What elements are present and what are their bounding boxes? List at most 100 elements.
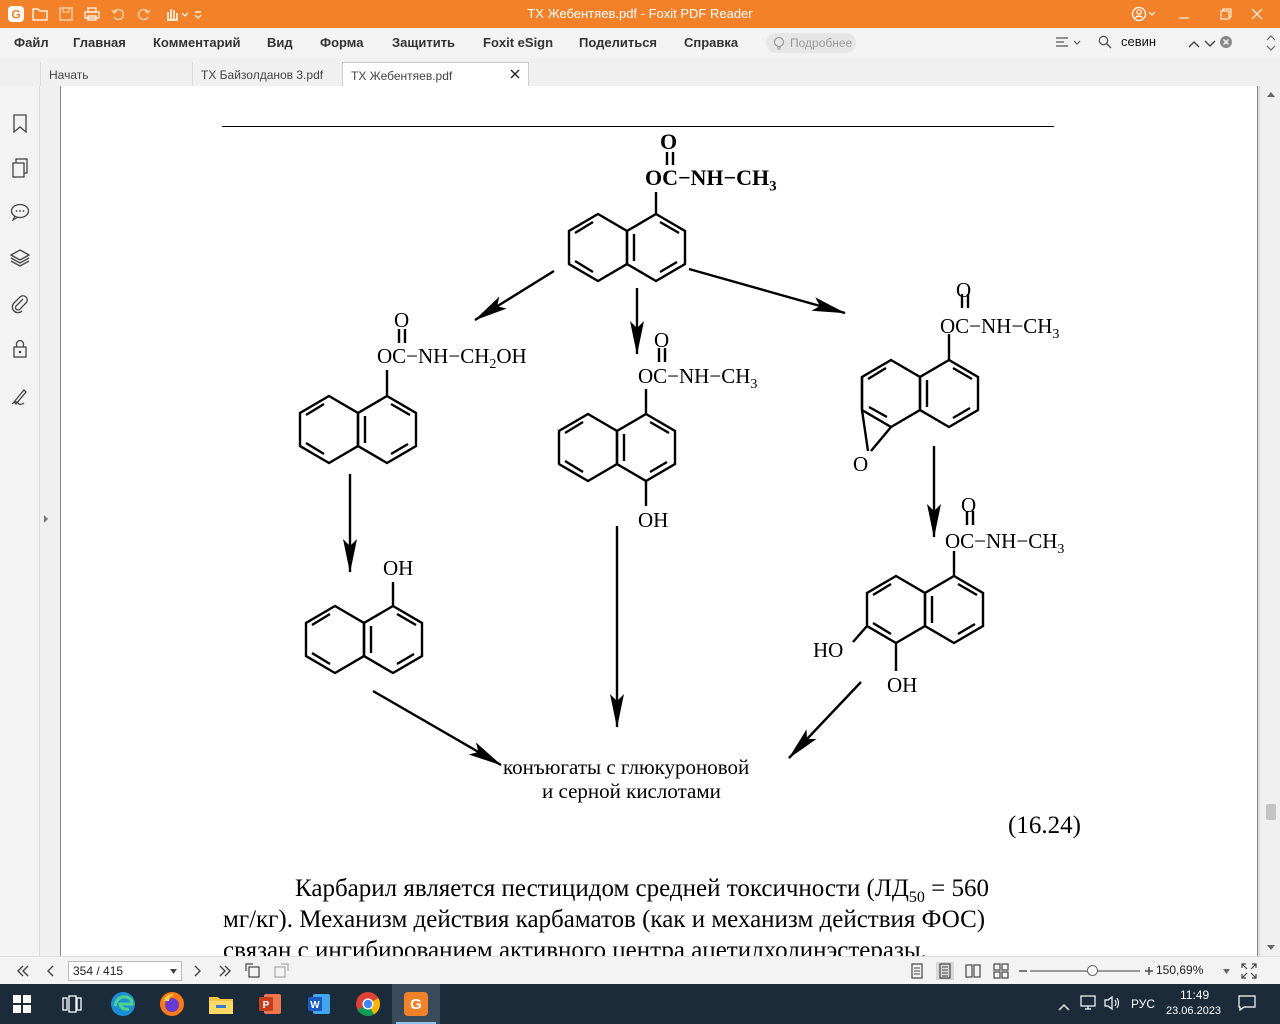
single-page-icon[interactable] [908,962,926,980]
layers-icon[interactable] [8,246,32,270]
bookmark-icon[interactable] [8,112,32,136]
tab-zhebentyaev[interactable]: ТХ Жебентяев.pdf [342,62,529,86]
menu-file[interactable]: Файл [14,35,49,50]
undo-icon[interactable] [108,4,128,24]
menu-help[interactable]: Справка [684,35,739,50]
scroll-up-icon[interactable] [1266,90,1276,98]
clock-time[interactable]: 11:49 [1180,988,1210,1002]
page-dropdown-icon[interactable] [170,969,177,974]
zoom-dropdown-icon[interactable] [1223,969,1230,974]
attachment-icon[interactable] [8,292,32,316]
word-icon[interactable]: W [303,988,335,1020]
open-folder-icon[interactable] [30,4,50,24]
windows-start-icon[interactable] [6,988,38,1020]
search-icon[interactable] [1098,35,1114,51]
tell-me-box[interactable]: Подробнее [766,33,856,53]
tab-label: Начать [49,68,89,82]
tab-label: ТХ Байзолданов 3.pdf [201,68,324,82]
clear-search-icon[interactable] [1219,35,1233,49]
title-bar: G ТХ Жебентяев.pdf - Foxit PDF Reader [0,0,1280,28]
file-explorer-icon[interactable] [205,988,237,1020]
header-rule [222,126,1054,127]
continuous-page-icon[interactable] [936,962,954,980]
hydroxy-chain-subscript: 3 [750,377,758,393]
save-icon[interactable] [56,4,76,24]
clock-date[interactable]: 23.06.2023 [1166,1005,1222,1017]
search-input[interactable]: севин [1121,34,1157,49]
comment-icon[interactable] [8,200,32,224]
next-page-icon[interactable] [188,962,206,980]
last-page-icon[interactable] [216,962,234,980]
chrome-icon[interactable] [352,988,384,1020]
expand-panel-icon[interactable] [43,514,49,524]
page-indicator: 354 / 415 [73,964,124,978]
carbaryl-metabolism-diagram [298,152,985,767]
find-previous-icon[interactable] [1188,36,1202,50]
zoom-level[interactable]: 150,69% [1156,963,1204,977]
foxit-logo-icon: G [6,4,26,24]
menu-comment[interactable]: Комментарий [153,35,241,50]
fullscreen-icon[interactable] [1240,962,1258,980]
task-view-icon[interactable] [56,988,88,1020]
edge-browser-icon[interactable] [107,988,139,1020]
menu-protect[interactable]: Защитить [392,35,456,50]
first-page-icon[interactable] [14,962,32,980]
tab-start[interactable]: Начать [40,62,192,86]
foxit-taskbar-item[interactable]: G [392,984,440,1024]
scrollbar-thumb[interactable] [1266,804,1276,820]
pages-icon[interactable] [8,156,32,180]
tell-me-placeholder: Подробнее [790,36,853,50]
reading-mode-icon[interactable] [1054,35,1084,51]
notifications-icon[interactable] [1238,995,1258,1013]
menu-bar: Файл Главная Комментарий Вид Форма Защит… [0,28,1280,58]
input-language[interactable]: РУС [1131,997,1156,1011]
previous-view-icon[interactable] [244,962,262,980]
menu-view[interactable]: Вид [267,35,293,50]
restore-button[interactable] [1206,0,1246,28]
tab-close-icon[interactable] [510,68,520,82]
print-icon[interactable] [82,4,102,24]
previous-page-icon[interactable] [42,962,60,980]
account-icon[interactable] [1124,0,1164,28]
menu-esign[interactable]: Foxit eSign [483,35,554,50]
zoom-slider-track[interactable] [1030,970,1140,972]
svg-text:P: P [263,1000,270,1011]
next-view-icon[interactable] [272,962,290,980]
zoom-in-icon[interactable] [1140,962,1158,980]
security-icon[interactable] [8,336,32,360]
find-next-icon[interactable] [1204,36,1218,50]
firefox-icon[interactable] [156,988,188,1020]
volume-icon[interactable] [1104,995,1122,1013]
zoom-out-icon[interactable] [1014,962,1032,980]
hydroxy-side-chain: OC−NH−CH3 [638,364,757,393]
tray-overflow-icon[interactable] [1058,998,1072,1011]
vertical-scrollbar[interactable] [1262,86,1280,956]
powerpoint-icon[interactable]: P [254,988,286,1020]
scroll-down-icon[interactable] [1266,944,1276,952]
body-text-line-2: мг/кг). Механизм действия карбаматов (ка… [223,906,986,933]
customize-quick-access-icon[interactable] [188,4,208,24]
close-window-button[interactable] [1234,0,1280,28]
hydroxymethyl-metabolite-structure [298,329,418,465]
hydroxymethyl-side-chain: OC−NH−CH2OH [377,344,527,373]
network-icon[interactable] [1080,995,1098,1013]
ribbon-scroll-icon[interactable] [1266,32,1278,54]
continuous-facing-icon[interactable] [992,962,1010,980]
svg-text:W: W [310,1000,320,1011]
tab-baizoldanov[interactable]: ТХ Байзолданов 3.pdf [192,62,342,86]
hand-tool-icon[interactable] [162,4,196,24]
menu-share[interactable]: Поделиться [579,35,658,50]
panel-collapse-handle[interactable] [41,86,60,956]
document-viewer[interactable]: O OC−NH−CH3 O OC−NH−CH2OH O OC−NH−CH3 OH… [60,86,1260,956]
signature-icon[interactable] [8,384,32,408]
minimize-button[interactable] [1166,0,1202,28]
zoom-slider-thumb[interactable] [1087,965,1098,976]
facing-pages-icon[interactable] [964,962,982,980]
foxit-reader-icon: G [404,992,428,1016]
arrow-naphthol-to-conjugates [372,689,502,767]
menu-home[interactable]: Главная [73,35,126,50]
page-number-box[interactable]: 354 / 415 [68,961,182,981]
redo-icon[interactable] [134,4,154,24]
menu-form[interactable]: Форма [320,35,364,50]
